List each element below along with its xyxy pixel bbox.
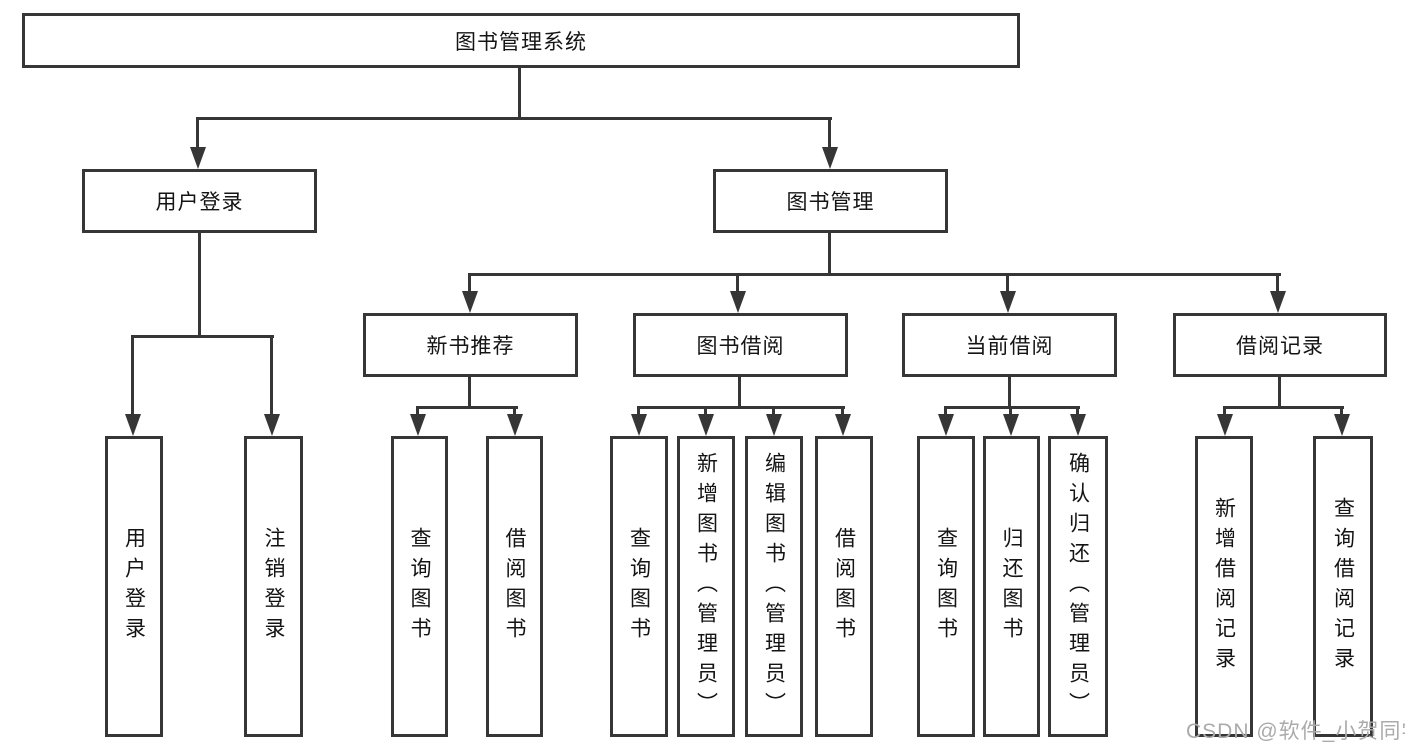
connector-line [637,406,640,416]
leaf-query-books-borrow: 查询图书 [610,436,668,737]
node-new-book-recommend: 新书推荐 [363,313,578,377]
connector-line [704,406,707,416]
connector-line [1340,406,1343,416]
leaf-return-book: 归还图书 [983,436,1040,737]
arrow-down-icon [410,414,426,436]
leaf-edit-book-admin: 编辑图书（管理员） [745,436,803,737]
arrow-down-icon [1334,414,1350,436]
connector-line [518,68,521,117]
connector-line [1223,406,1226,416]
arrow-down-icon [1270,291,1286,313]
connector-line [1276,273,1279,293]
csdn-watermark: CSDN @软件_小贺同学 [1186,720,1405,743]
node-book-borrow: 图书借阅 [633,313,848,377]
arrow-down-icon [631,414,647,436]
arrow-down-icon [264,414,280,436]
connector-line [1278,377,1281,406]
connector-line [1006,273,1009,293]
connector-line [828,233,831,273]
connector-line [416,406,419,416]
arrow-down-icon [462,291,478,313]
connector-line [841,406,844,416]
leaf-borrow-books-recommend: 借阅图书 [486,436,543,737]
connector-line [197,117,832,120]
connector-line [828,117,831,149]
leaf-borrow-books: 借阅图书 [815,436,873,737]
connector-line [131,335,274,338]
leaf-add-borrow-record: 新增借阅记录 [1195,436,1253,737]
leaf-add-book-admin: 新增图书（管理员） [677,436,735,737]
connector-line [738,377,741,406]
node-current-borrow: 当前借阅 [902,313,1117,377]
arrow-down-icon [822,147,838,169]
leaf-query-books-current: 查询图书 [917,436,975,737]
connector-line [637,406,845,409]
connector-line [1223,406,1344,409]
connector-line [944,406,1080,409]
node-user-login: 用户登录 [82,169,317,233]
node-library-system: 图书管理系统 [22,13,1020,68]
node-book-management: 图书管理 [713,169,948,233]
connector-line [1009,406,1012,416]
arrow-down-icon [1217,414,1233,436]
arrow-down-icon [938,414,954,436]
arrow-down-icon [1000,291,1016,313]
connector-line [1076,406,1079,416]
connector-line [196,117,199,149]
connector-line [513,406,516,416]
arrow-down-icon [698,414,714,436]
connector-line [468,377,471,406]
connector-line [944,406,947,416]
leaf-confirm-return-admin: 确认归还（管理员） [1048,436,1108,737]
connector-line [270,335,273,416]
connector-line [772,406,775,416]
arrow-down-icon [835,414,851,436]
arrow-down-icon [1070,414,1086,436]
arrow-down-icon [766,414,782,436]
connector-line [736,273,739,293]
arrow-down-icon [190,147,206,169]
arrow-down-icon [730,291,746,313]
connector-line [198,233,201,335]
connector-line [1008,377,1011,406]
arrow-down-icon [507,414,523,436]
arrow-down-icon [125,414,141,436]
connector-line [416,406,518,409]
connector-line [131,335,134,416]
leaf-logout: 注销登录 [244,436,303,737]
connector-line [468,273,1281,276]
connector-line [468,273,471,293]
leaf-user-login: 用户登录 [105,436,163,737]
leaf-query-books-recommend: 查询图书 [391,436,448,737]
node-borrow-records: 借阅记录 [1173,313,1387,377]
leaf-query-borrow-record: 查询借阅记录 [1313,436,1373,737]
arrow-down-icon [1003,414,1019,436]
